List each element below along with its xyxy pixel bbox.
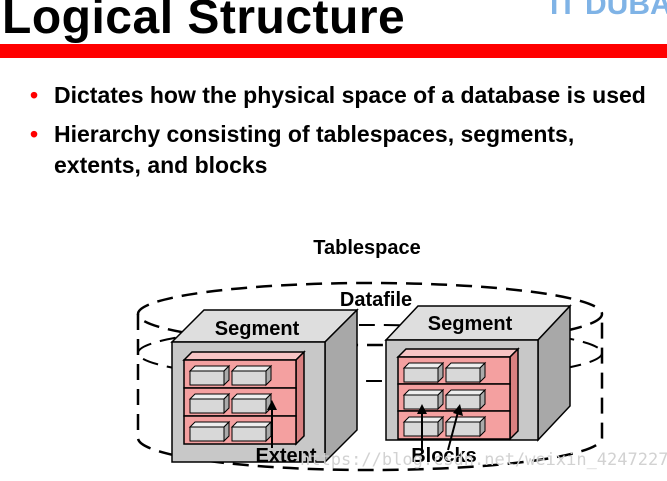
blocks-label: Blocks [411, 445, 477, 467]
tablespace-cylinder [136, 281, 604, 472]
segment-box-right [384, 304, 572, 451]
bullet-text: Hierarchy consisting of tablespaces, seg… [54, 121, 575, 178]
tablespace-label: Tablespace [313, 237, 420, 259]
slide-title: Logical Structure [2, 0, 406, 44]
bullet-dot-icon: • [30, 121, 39, 147]
bullet-list: • Dictates how the physical space of a d… [30, 80, 662, 189]
segment-box-left [170, 308, 359, 464]
extent-label: Extent [255, 445, 316, 467]
datafile-label: Datafile [340, 289, 412, 311]
bullet-item: • Dictates how the physical space of a d… [30, 80, 662, 111]
brand-logo: IT DUBAI [550, 0, 667, 21]
bullet-text: Dictates how the physical space of a dat… [54, 82, 646, 108]
title-underline-bar [0, 44, 667, 58]
segment-right-label: Segment [428, 313, 513, 335]
segment-left-label: Segment [215, 318, 300, 340]
bullet-item: • Hierarchy consisting of tablespaces, s… [30, 119, 662, 181]
bullet-dot-icon: • [30, 82, 39, 108]
watermark-url: https://blog.csdn.net/weixin_42472277 [300, 450, 667, 470]
